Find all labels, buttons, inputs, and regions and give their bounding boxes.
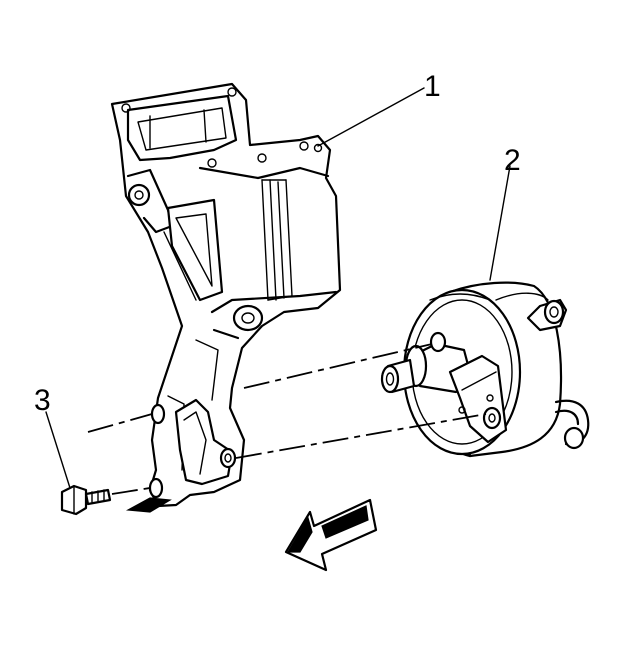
mounting-bracket: [110, 82, 342, 513]
bolt: [60, 484, 112, 516]
pump-assembly: [380, 281, 590, 458]
direction-arrow: [284, 498, 378, 572]
callout-1: 1: [424, 70, 441, 103]
callout-2: 2: [504, 144, 521, 177]
leader-lines: [45, 87, 511, 489]
callout-3: 3: [34, 384, 51, 417]
alignment-lines: [87, 343, 487, 495]
